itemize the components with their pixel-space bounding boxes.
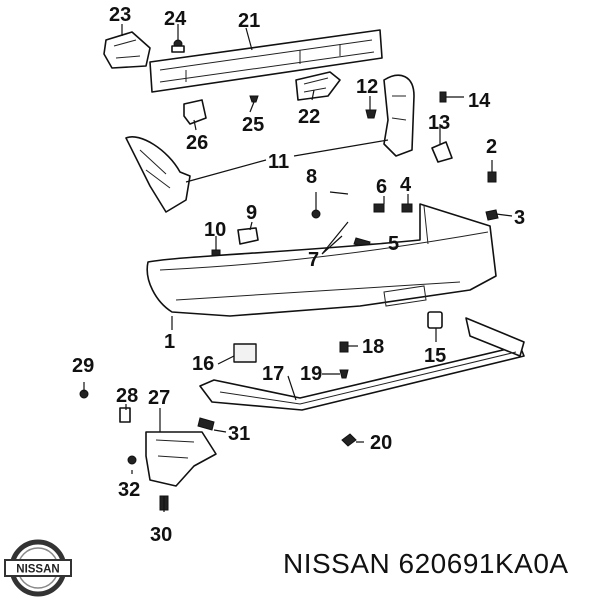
bumper-bracket-22[interactable] — [295, 71, 341, 101]
clip-4[interactable] — [401, 203, 413, 213]
clip-18[interactable] — [339, 341, 349, 353]
callout-19: 19 — [300, 363, 322, 385]
callout-21: 21 — [238, 10, 260, 32]
bumper-bracket[interactable] — [103, 31, 151, 69]
part-number-label: NISSAN 620691KA0A — [283, 548, 569, 579]
bolt-2[interactable] — [487, 160, 497, 183]
clip-20[interactable] — [341, 433, 357, 447]
clip-12[interactable] — [365, 109, 377, 119]
callout-1: 1 — [164, 331, 175, 353]
callout-27: 27 — [148, 387, 170, 409]
bracket-9[interactable] — [237, 227, 259, 245]
callout-20: 20 — [370, 432, 392, 454]
callout-32: 32 — [118, 479, 140, 501]
bracket-15[interactable] — [427, 311, 443, 329]
lower-valance[interactable] — [199, 317, 525, 411]
bumper-cover[interactable] — [146, 203, 497, 317]
callout-8: 8 — [306, 166, 317, 188]
splash-guard-right[interactable] — [383, 74, 415, 157]
clip-6[interactable] — [373, 203, 385, 213]
callout-31: 31 — [228, 423, 250, 445]
leader-lines — [83, 24, 441, 512]
callout-2: 2 — [486, 136, 497, 158]
bolt-31[interactable] — [197, 417, 215, 431]
retainer-26[interactable] — [183, 99, 207, 125]
clip-25[interactable] — [249, 95, 259, 103]
callout-18: 18 — [362, 336, 384, 358]
callout-22: 22 — [298, 106, 320, 128]
bolt-14[interactable] — [439, 91, 464, 103]
callout-30: 30 — [150, 524, 172, 546]
callout-13: 13 — [428, 112, 450, 134]
clip-3[interactable] — [485, 209, 513, 221]
callout-12: 12 — [356, 76, 378, 98]
callout-numbers: 23 24 21 12 14 22 25 13 26 2 11 8 6 4 9 … — [72, 4, 525, 546]
mud-flap[interactable] — [145, 431, 217, 487]
clip-32[interactable] — [127, 455, 137, 465]
bolt-28[interactable] — [119, 407, 131, 423]
nissan-logo: NISSAN — [4, 539, 72, 597]
clip-24[interactable] — [171, 39, 185, 53]
reinforcement-bar[interactable] — [149, 29, 383, 93]
callout-14: 14 — [468, 90, 491, 112]
bracket-13[interactable] — [431, 141, 453, 163]
callout-24: 24 — [164, 8, 187, 30]
callout-17: 17 — [262, 363, 284, 385]
callout-3: 3 — [514, 207, 525, 229]
callout-16: 16 — [192, 353, 214, 375]
clip-8[interactable] — [311, 191, 349, 219]
callout-28: 28 — [116, 385, 138, 407]
splash-guard-left[interactable] — [125, 136, 191, 213]
callout-9: 9 — [246, 202, 257, 224]
callout-25: 25 — [242, 114, 264, 136]
module-16[interactable] — [233, 343, 257, 363]
callout-29: 29 — [72, 355, 94, 377]
callout-6: 6 — [376, 176, 387, 198]
callout-15: 15 — [424, 345, 446, 367]
callout-11: 11 — [268, 151, 289, 173]
callout-4: 4 — [400, 174, 412, 196]
callout-10: 10 — [204, 219, 226, 241]
callout-7: 7 — [308, 249, 319, 271]
logo-text: NISSAN — [16, 564, 59, 576]
callout-5: 5 — [388, 233, 399, 255]
clip-19[interactable] — [339, 369, 349, 379]
callout-26: 26 — [186, 132, 208, 154]
callout-23: 23 — [109, 4, 131, 26]
